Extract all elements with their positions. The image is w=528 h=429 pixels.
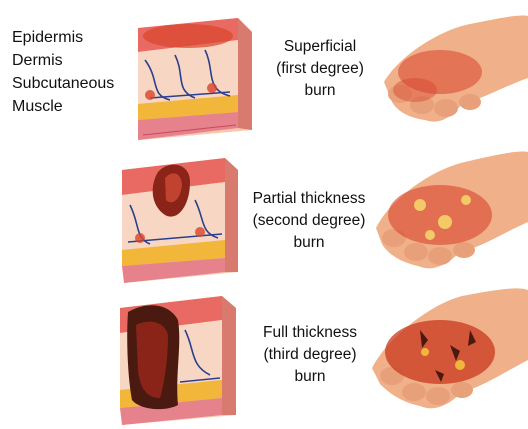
caption-line: (third degree) xyxy=(240,344,380,366)
caption-line: Full thickness xyxy=(240,322,380,344)
caption-line: Superficial xyxy=(250,36,390,58)
skin-layer-labels: Epidermis Dermis Subcutaneous Muscle xyxy=(12,26,114,118)
label-muscle: Muscle xyxy=(12,95,114,118)
caption-line: burn xyxy=(240,366,380,388)
label-subcutaneous: Subcutaneous xyxy=(12,72,114,95)
caption-second-degree: Partial thickness (second degree) burn xyxy=(234,188,384,254)
label-epidermis: Epidermis xyxy=(12,26,114,49)
caption-line: burn xyxy=(250,80,390,102)
caption-first-degree: Superficial (first degree) burn xyxy=(250,36,390,102)
caption-line: burn xyxy=(234,232,384,254)
caption-line: (first degree) xyxy=(250,58,390,80)
caption-line: Partial thickness xyxy=(234,188,384,210)
caption-line: (second degree) xyxy=(234,210,384,232)
label-dermis: Dermis xyxy=(12,49,114,72)
caption-third-degree: Full thickness (third degree) burn xyxy=(240,322,380,388)
